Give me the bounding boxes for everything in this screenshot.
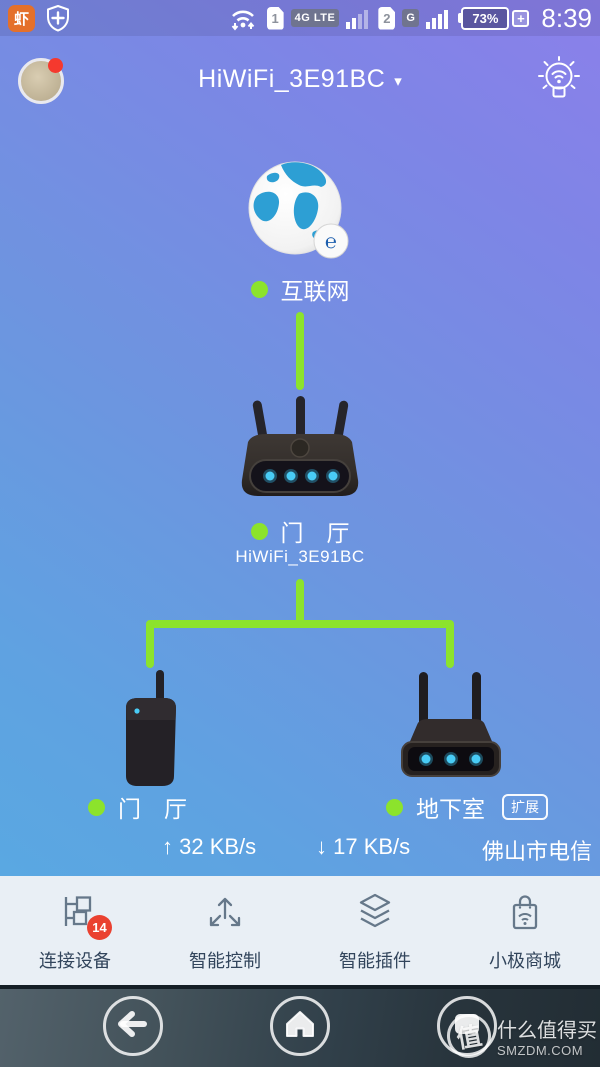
- status-dot-right-device: [386, 798, 403, 816]
- app-header: HiWiFi_3E91BC ▾: [0, 36, 600, 122]
- upload-arrow-icon: ↑: [162, 834, 173, 859]
- link-internet-router: [296, 312, 304, 390]
- tab-smart-plugins[interactable]: 智能插件: [300, 876, 450, 985]
- smart-lamp-icon[interactable]: [534, 54, 584, 106]
- watermark-domain: SMZDM.COM: [497, 1043, 584, 1058]
- battery-percent: 73%: [461, 6, 510, 30]
- download-value: 17 KB/s: [333, 834, 411, 859]
- internet-node-label: 互联网: [0, 272, 600, 306]
- page-title: HiWiFi_3E91BC: [198, 64, 386, 93]
- sim1-signal-bars-icon: [346, 7, 371, 29]
- download-speed: ↓ 17 KB/s: [316, 834, 410, 860]
- internet-label: 互联网: [280, 278, 350, 304]
- home-icon: [284, 1009, 316, 1044]
- bottom-tab-bar: 14 连接设备 智能控制: [0, 876, 600, 985]
- shield-plus-icon: [45, 4, 71, 32]
- layers-icon: [353, 891, 397, 940]
- status-dot-left-device: [88, 798, 105, 816]
- chevron-down-icon: ▾: [394, 73, 402, 90]
- tab-label-store: 小极商城: [489, 951, 561, 971]
- upload-value: 32 KB/s: [179, 834, 257, 859]
- status-clock: 8:39: [541, 2, 592, 33]
- right-device-label: 地下室: [416, 796, 485, 822]
- sim2-icon: 2: [378, 6, 396, 30]
- wifi-hotspot-icon: [226, 4, 260, 32]
- link-router-devices: [130, 578, 470, 678]
- extender-badge: 扩展: [502, 794, 548, 820]
- tab-label-smart-plugins: 智能插件: [339, 951, 411, 971]
- sim1-icon: 1: [266, 6, 284, 30]
- router-title-dropdown[interactable]: HiWiFi_3E91BC ▾: [0, 36, 600, 122]
- avatar[interactable]: [18, 58, 64, 104]
- left-device-label: 门 厅: [118, 796, 187, 822]
- back-arrow-icon: [116, 1009, 150, 1044]
- left-device-image[interactable]: [104, 668, 196, 795]
- svg-text:℮: ℮: [325, 231, 337, 253]
- smzdm-watermark: 值 什么值得买 SMZDM.COM: [443, 1010, 597, 1062]
- arrows-control-icon: [203, 891, 247, 940]
- tab-connected-devices[interactable]: 14 连接设备: [0, 876, 150, 985]
- watermark-title: 什么值得买: [497, 1020, 597, 1042]
- upload-speed: ↑ 32 KB/s: [162, 834, 256, 860]
- back-button[interactable]: [103, 996, 163, 1056]
- router-node-label: 门 厅: [0, 514, 600, 548]
- home-button[interactable]: [270, 996, 330, 1056]
- battery-nub: [458, 13, 462, 23]
- main-router-image[interactable]: [222, 394, 378, 513]
- devices-count-badge: 14: [87, 915, 112, 940]
- tab-store[interactable]: 小极商城: [450, 876, 600, 985]
- right-device-image[interactable]: [392, 670, 510, 789]
- status-dot-router: [250, 522, 268, 540]
- shrimp-app-icon: 虾: [8, 4, 35, 32]
- tab-label-connected-devices: 连接设备: [39, 951, 111, 971]
- download-arrow-icon: ↓: [316, 834, 327, 859]
- recent-apps-button[interactable]: [437, 996, 497, 1056]
- battery-charging-plus: +: [512, 9, 530, 27]
- sim2-signal-bars-icon: [426, 7, 451, 29]
- network-tree-icon: [53, 891, 97, 940]
- tab-smart-control[interactable]: 智能控制: [150, 876, 300, 985]
- isp-name: 佛山市电信: [481, 839, 592, 864]
- internet-globe-icon[interactable]: ℮: [243, 158, 355, 273]
- router-label: 门 厅: [280, 520, 350, 546]
- tab-label-smart-control: 智能控制: [189, 951, 261, 971]
- sim2-network-badge: G: [402, 9, 420, 27]
- status-dot-internet: [250, 280, 268, 298]
- battery-indicator: 73% +: [458, 6, 530, 30]
- status-bar: 虾 1 4G LTE: [0, 0, 600, 36]
- notification-dot: [48, 58, 63, 73]
- sim1-network-badge: 4G LTE: [290, 9, 340, 27]
- router-ssid: HiWiFi_3E91BC: [235, 547, 365, 566]
- shop-bag-wifi-icon: [503, 891, 547, 940]
- left-device-node-label: 门 厅: [88, 790, 187, 824]
- right-device-node-label: 地下室 扩展: [386, 790, 548, 824]
- recents-square-icon: [452, 1011, 482, 1042]
- android-nav-bar: [0, 985, 600, 1067]
- smzdm-logo-icon: 值: [443, 1010, 495, 1062]
